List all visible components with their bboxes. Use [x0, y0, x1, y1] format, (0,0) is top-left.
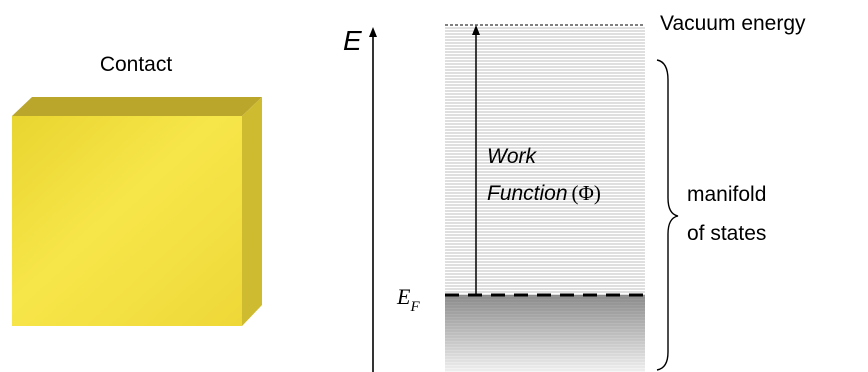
fermi-level-label: EF: [396, 284, 420, 315]
manifold-label-line2: of states: [687, 222, 766, 245]
work-function-line2: Function(Φ): [487, 181, 601, 205]
contact-front-face: [12, 116, 242, 326]
contact-top-face: [12, 97, 262, 116]
manifold-label-line1: manifold: [687, 183, 766, 206]
energy-axis-label: E: [343, 25, 362, 56]
contact-side-face: [242, 97, 262, 326]
work-function-line1: Work: [487, 145, 537, 168]
contact-label: Contact: [100, 53, 173, 76]
contact-block: [12, 97, 262, 326]
fermi-label-subscript: F: [409, 299, 420, 315]
energy-axis-arrowhead: [369, 27, 377, 37]
filled-states-stripes: [445, 295, 645, 372]
vacuum-energy-label: Vacuum energy: [660, 12, 806, 35]
work-function-symbol: (Φ): [572, 181, 601, 205]
fermi-label-main: E: [396, 284, 411, 309]
work-function-word: Function: [487, 182, 568, 205]
manifold-brace: [657, 60, 678, 370]
